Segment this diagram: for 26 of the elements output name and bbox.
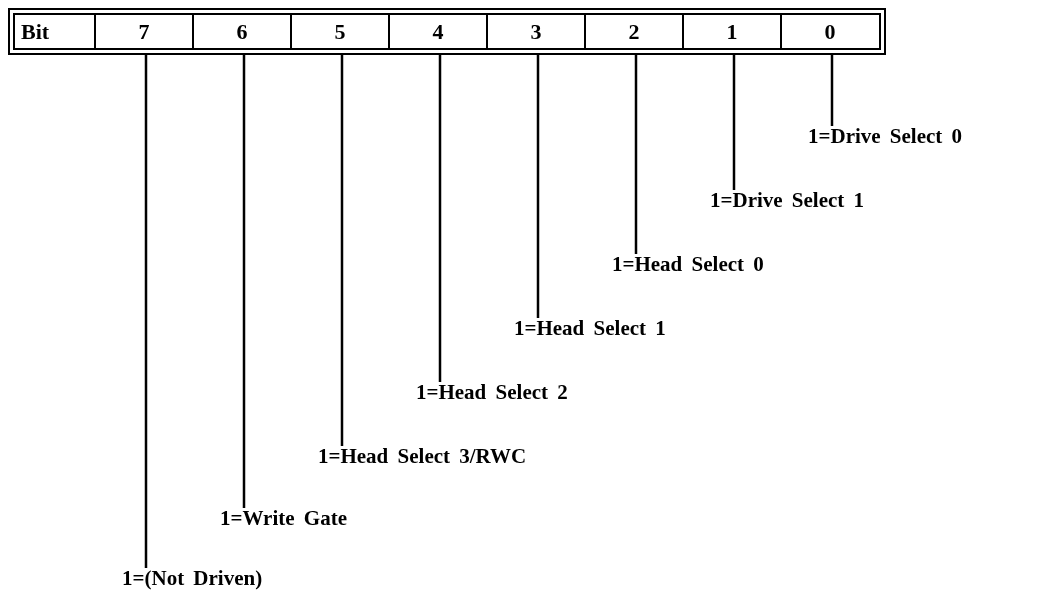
table-cell: Bit (15, 15, 96, 48)
leader-line (634, 55, 638, 254)
table-cell: 4 (390, 15, 488, 48)
bit-description: 1=(Not Driven) (122, 566, 263, 590)
leader-line (732, 55, 736, 190)
table-cell: 1 (684, 15, 782, 48)
table-cell: 6 (194, 15, 292, 48)
leader-line (438, 55, 442, 382)
bit-description: 1=Drive Select 1 (710, 188, 865, 212)
bit-description: 1=Head Select 3/RWC (318, 444, 527, 468)
table-cell: 5 (292, 15, 390, 48)
bit-description: 1=Drive Select 0 (808, 124, 963, 148)
table-cell: 3 (488, 15, 586, 48)
bit-description: 1=Write Gate (220, 506, 347, 530)
bit-description: 1=Head Select 0 (612, 252, 764, 276)
table-cell: 7 (96, 15, 194, 48)
table-cell: 2 (586, 15, 684, 48)
leader-line (242, 55, 246, 508)
leader-line (144, 55, 148, 568)
register-table (8, 8, 886, 55)
bit-description: 1=Head Select 2 (416, 380, 568, 404)
bit-description: 1=Head Select 1 (514, 316, 666, 340)
leader-line (340, 55, 344, 446)
table-cell: 0 (782, 15, 878, 48)
leader-line (830, 55, 834, 126)
leader-line (536, 55, 540, 318)
